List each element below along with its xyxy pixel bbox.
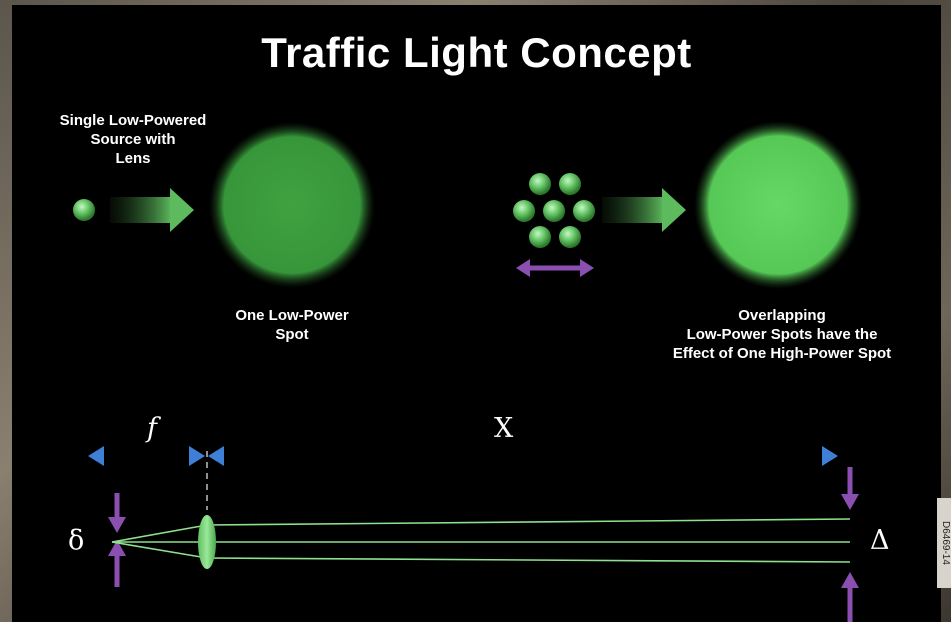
focal-length-arrow [88,446,205,466]
single-source-dot-icon [73,199,95,221]
overlapping-spots-label: Overlapping Low-Power Spots have the Eff… [672,307,892,362]
lens-icon [198,515,216,569]
page-title: Traffic Light Concept [261,29,692,76]
light-rays [111,518,851,563]
green-arrow-icon [110,188,194,232]
source-size-arrows [108,493,126,587]
concept-diagram [73,121,862,622]
spot-size-arrows [841,467,859,622]
purple-double-arrow-icon [516,259,594,277]
green-arrow-icon-2 [602,188,686,232]
high-power-spot [694,121,862,289]
spot-size-symbol: Δ [870,525,890,556]
single-source-label: Single Low-Powered Source with Lens [59,112,207,167]
concept-panel: Traffic Light Concept Single Low-Powered… [12,5,941,622]
distance-arrow [208,446,838,466]
low-power-spot [209,122,375,288]
led-cluster-icon [513,173,595,248]
distance-symbol: X [494,413,514,444]
source-size-symbol: δ [68,525,85,556]
figure-code: D6469-14 [937,498,951,588]
focal-length-symbol: f [147,413,157,444]
one-spot-label: One Low-Power Spot [235,307,349,343]
